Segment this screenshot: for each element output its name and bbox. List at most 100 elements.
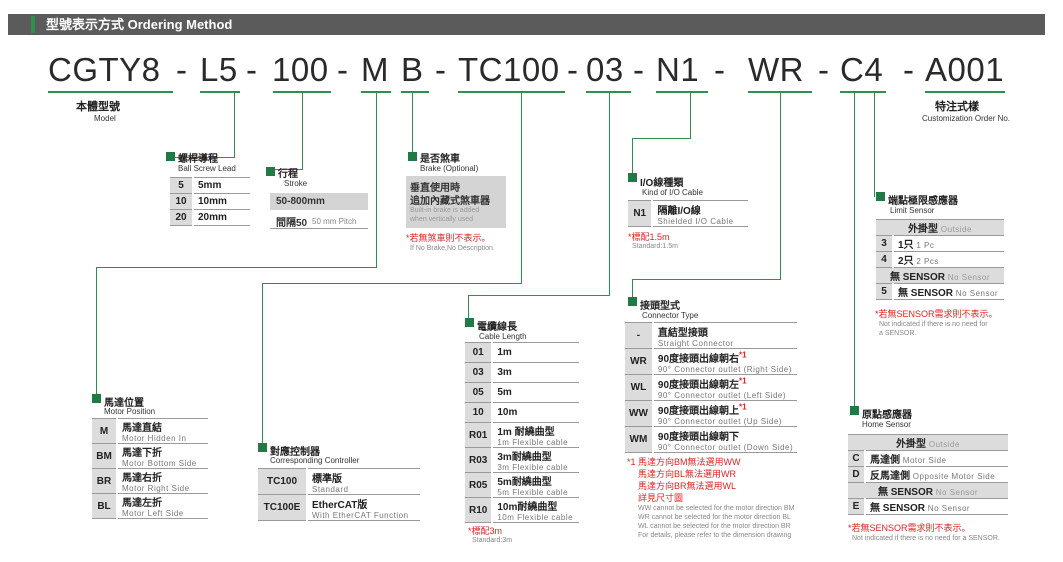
home-nosensor-cell: 無 SENSOR No Sensor <box>848 482 1008 499</box>
code-separator: - <box>818 51 830 88</box>
cable-value: 10m <box>497 407 518 418</box>
controller-title: 對應控制器 <box>270 447 320 458</box>
home-code: D <box>848 466 866 483</box>
controller-title-en: Corresponding Controller <box>270 456 360 465</box>
home-code: E <box>848 498 866 515</box>
connector-footnote: *1 <box>739 402 747 412</box>
cable-value: 10m耐繞曲型 <box>497 502 558 513</box>
home-row: 無 SENSOR No Sensor <box>848 482 1008 499</box>
motor-title-en: Motor Position <box>104 407 156 416</box>
controller-marker <box>258 443 267 452</box>
home-value: 無 SENSOR <box>877 487 933 498</box>
code-segment: C4 <box>840 51 884 88</box>
underline-model <box>48 91 173 93</box>
limit-value-cell: 無 SENSOR No Sensor <box>893 283 1004 300</box>
page-title: 型號表示方式 Ordering Method <box>46 17 233 32</box>
stroke-title-en: Stroke <box>284 179 308 188</box>
underline-cable <box>586 91 631 93</box>
home-note-en: Not indicated if there is no need for a … <box>852 535 1000 542</box>
code-separator: - <box>337 51 349 88</box>
code-segment: CGTY8 <box>48 51 161 88</box>
home-value-en: No Sensor <box>927 504 971 513</box>
cable-value-en: 3m Flexible cable <box>497 463 569 472</box>
connector-footnote: *1 <box>739 350 747 360</box>
cable-code: R03 <box>465 447 494 473</box>
cable-code: R10 <box>465 497 494 523</box>
cable-value: 3m耐繞曲型 <box>497 452 552 463</box>
stroke-pitch: 間隔50 <box>276 218 308 229</box>
underline-stroke <box>273 91 331 93</box>
limit-marker <box>876 192 885 201</box>
motor-value: 馬達直結 <box>122 423 162 434</box>
home-code: C <box>848 450 866 467</box>
limit-code: 5 <box>876 283 894 300</box>
custom-label-en: Customization Order No. <box>922 114 1011 123</box>
limit-value-en: No Sensor <box>947 273 991 282</box>
limit-value: 1只 <box>898 240 914 251</box>
motor-marker <box>92 394 101 403</box>
connector-code: - <box>625 322 654 349</box>
connector-en1: WW cannot be selected for the motor dire… <box>638 505 795 512</box>
brake-note-en: If No Brake,No Description. <box>410 245 495 252</box>
code-separator: - <box>714 51 726 88</box>
limit-header: 外掛型 <box>908 224 939 235</box>
connector-value: 直結型接頭 <box>657 327 708 339</box>
limit-value: 2只 <box>898 256 914 267</box>
underline-controller <box>458 91 565 93</box>
code-segment: N1 <box>656 51 700 88</box>
cable-value: 1m <box>497 347 512 358</box>
brake-box <box>406 176 506 228</box>
cable-value: 5m <box>497 387 512 398</box>
cable-code: R05 <box>465 472 494 498</box>
underline-io <box>656 91 708 93</box>
cable-code: 03 <box>465 362 494 383</box>
connector-code: WL <box>625 374 654 401</box>
brake-box-en1: Built-in brake is added <box>410 207 480 214</box>
connector-value-en: 90° Connector outlet (Left Side) <box>657 390 787 400</box>
controller-value: EtherCAT版 <box>312 499 368 511</box>
limit-code: 4 <box>876 251 894 268</box>
motor-value-en: Motor Hidden In <box>122 434 187 443</box>
connector-value-line: 90度接頭出線朝右*1 <box>658 350 793 364</box>
underline-custom <box>925 91 1005 93</box>
limit-header-cell: 外掛型 Outside <box>876 219 1004 236</box>
motor-value-en: Motor Left Side <box>122 509 184 518</box>
cable-value: 5m耐繞曲型 <box>497 477 552 488</box>
limit-value: 無 SENSOR <box>898 288 954 299</box>
connector-value-en: 90° Connector outlet (Down Side) <box>657 442 794 452</box>
brake-title-en: Brake (Optional) <box>420 164 479 173</box>
header-accent <box>31 16 35 33</box>
connector-footnote: *1 <box>739 376 747 386</box>
motor-value: 馬達下折 <box>122 448 162 459</box>
connector-en4: For details, please refer to the dimensi… <box>638 532 792 539</box>
home-value-en: No Sensor <box>935 488 979 497</box>
code-separator: - <box>567 51 579 88</box>
connector-code: WM <box>625 426 654 453</box>
cable-value-cell: 10m <box>492 402 579 423</box>
motor-value-en: Motor Bottom Side <box>122 459 197 468</box>
